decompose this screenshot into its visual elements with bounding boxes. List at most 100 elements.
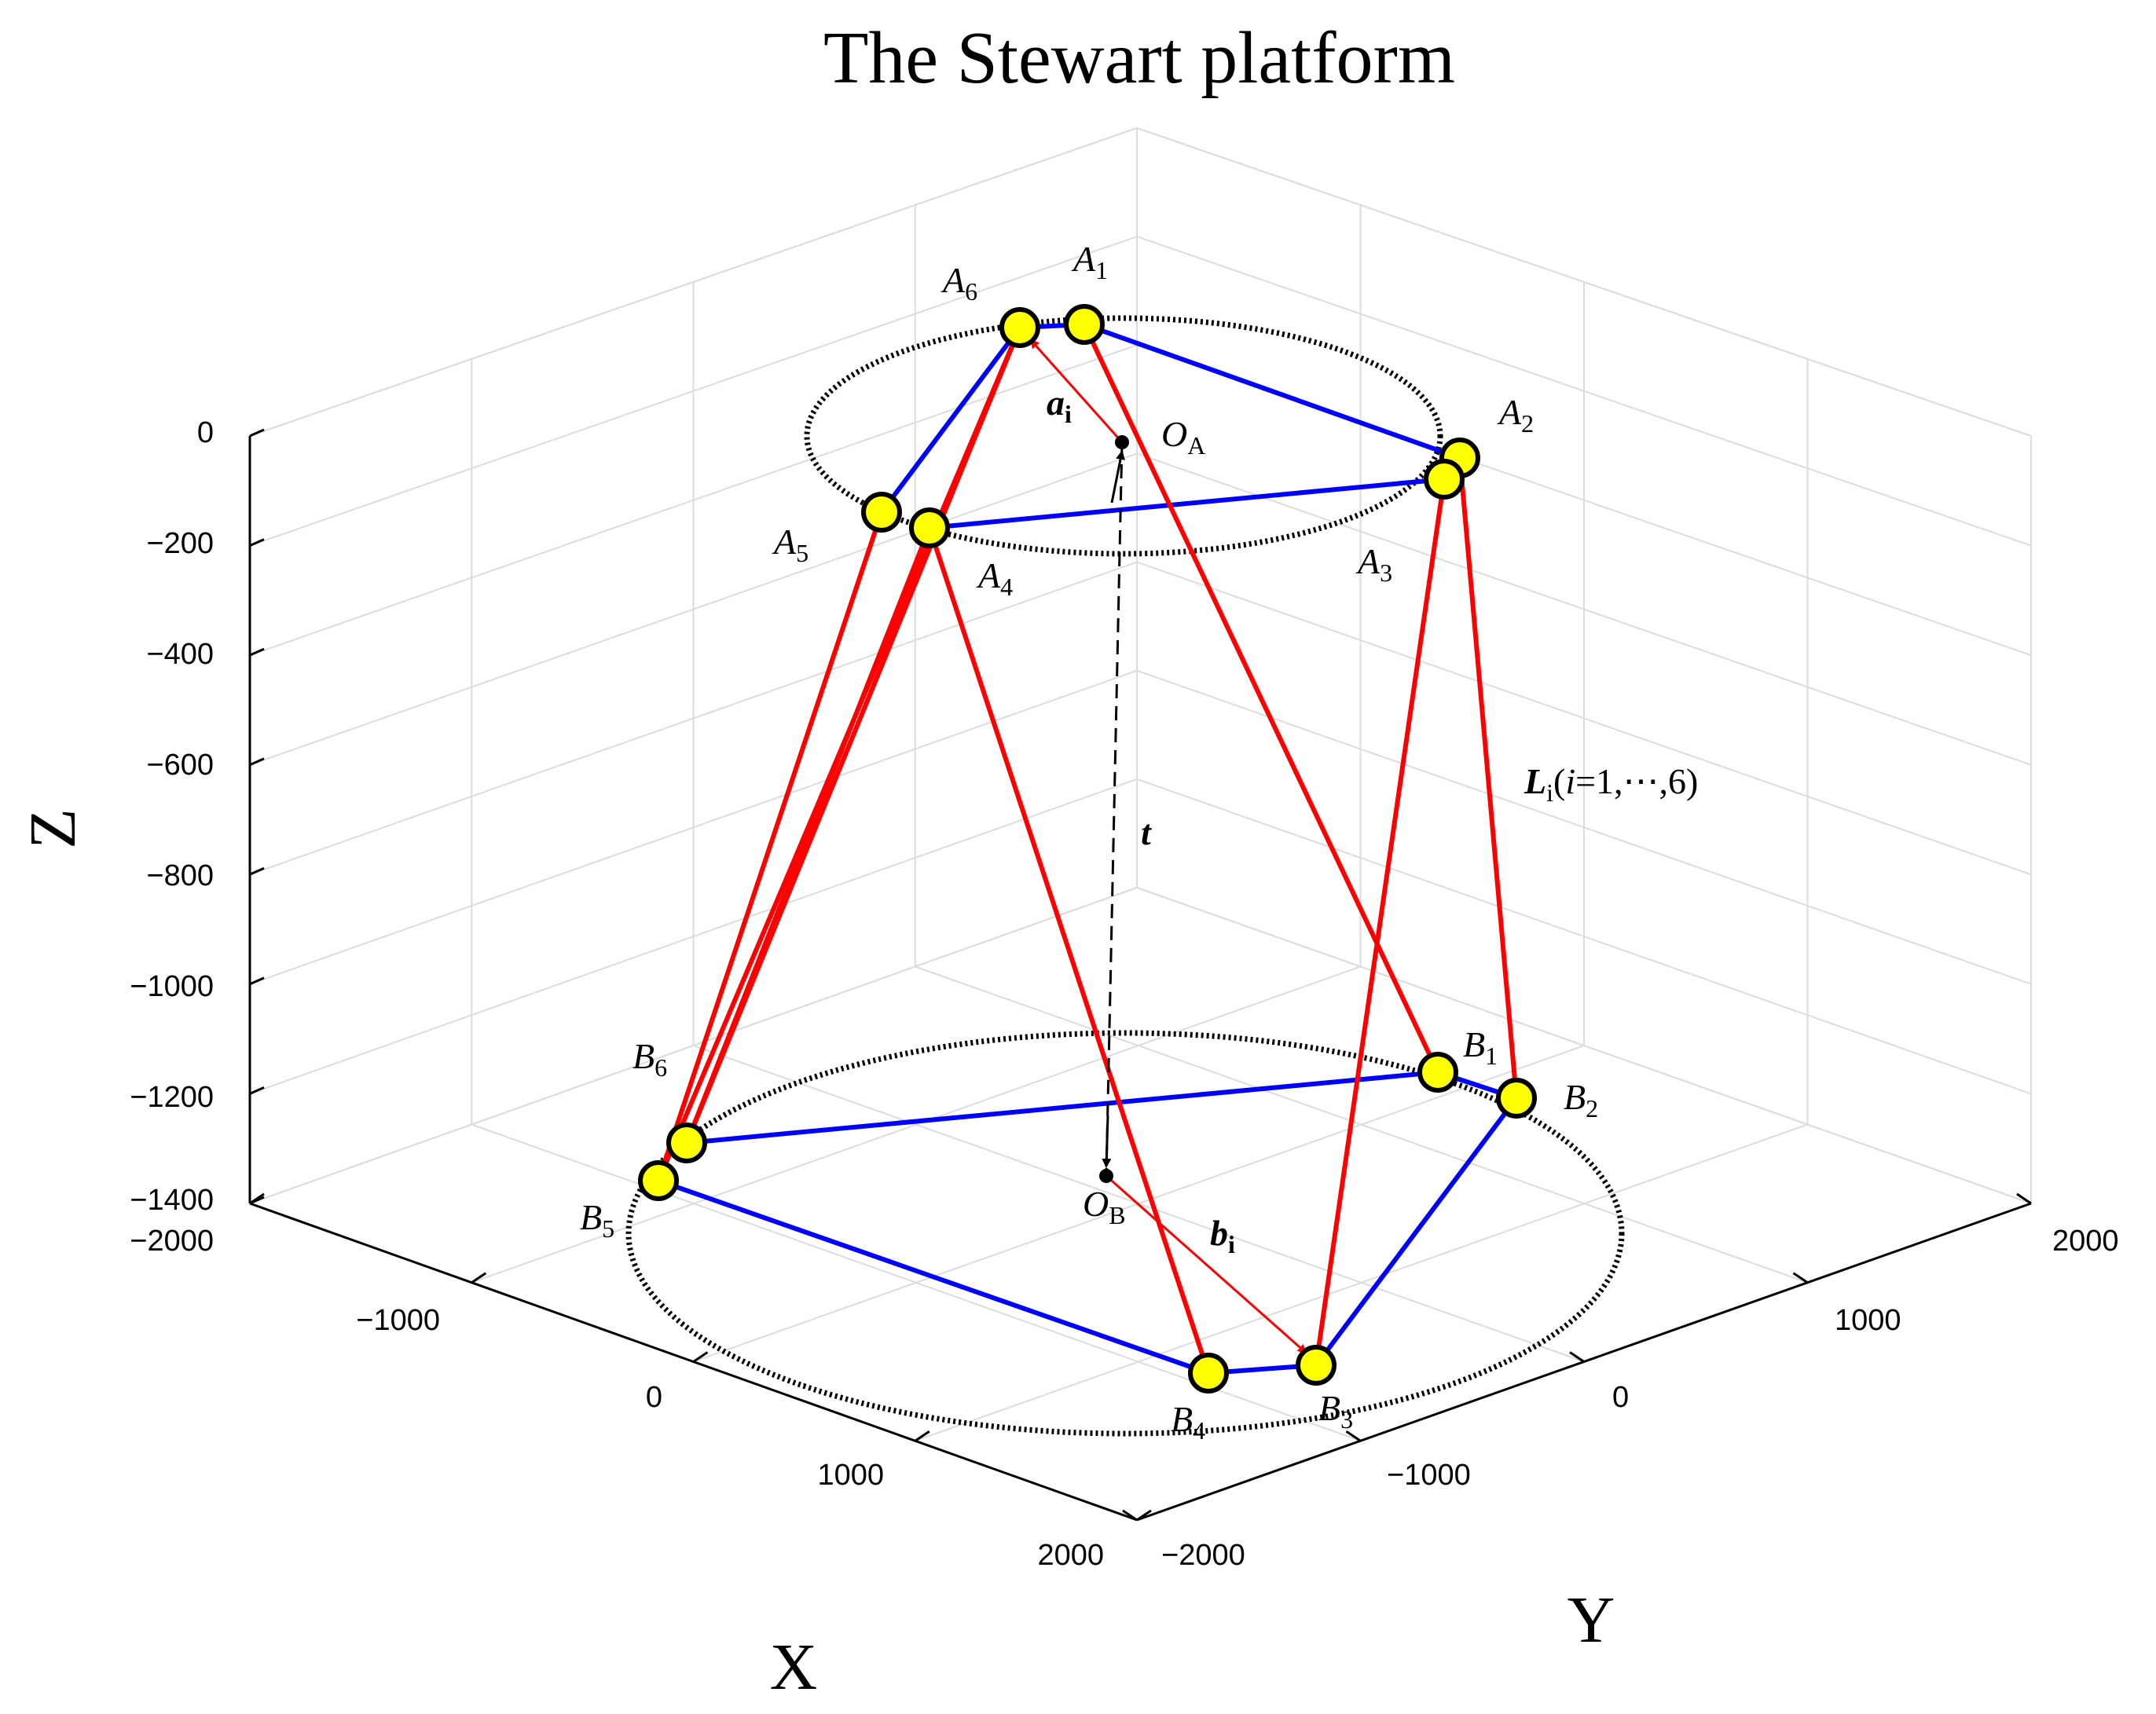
grid-line [1136,887,2032,1204]
leg-a3-b3 [1314,478,1446,1366]
z-tick [249,757,265,767]
vector-b-arrow [1106,1174,1307,1354]
label-vector-t: t [1141,812,1152,852]
y-tick [1345,1430,1362,1442]
x-tick [471,1272,487,1284]
label-b5: B5 [580,1197,614,1243]
y-tick [1792,1272,1809,1284]
x-tick [1136,1509,1152,1522]
grid-line [1136,127,2032,437]
edge-b4-b5 [658,1178,1209,1375]
base-edges [658,1070,1519,1375]
label-a1: A1 [1071,239,1108,284]
grid-line [249,127,1138,437]
label-a3: A3 [1355,541,1392,587]
z-tick-label: −800 [146,859,214,892]
vector-t-arrow-down [1102,1115,1112,1168]
label-vector-a: ai [1047,383,1072,428]
y-tick [2016,1192,2032,1205]
center-oa-point [1115,435,1129,449]
y-tick [1569,1351,1585,1363]
vector-labels: ai bi t Li(i=1,⋯,6) [1047,383,1698,1258]
x-axis-label: X [770,1631,818,1704]
z-tick-label: −200 [146,527,214,560]
x-tick-label: 2000 [1037,1539,1104,1572]
edge-b2-b3 [1314,1097,1519,1367]
y-axis-label: Y [1568,1584,1615,1657]
joint-b5 [638,1160,679,1201]
z-tick [249,1196,265,1205]
joints [638,304,1537,1394]
y-tick-label: −2000 [1161,1539,1245,1572]
z-tick-labels: 0 −200 −400 −600 −800 −1000 −1200 −1400 [130,416,214,1217]
label-b3: B3 [1318,1388,1353,1434]
joint-b4 [1188,1353,1229,1394]
x-tick-labels: −2000 −1000 0 1000 2000 [130,1225,1104,1572]
z-tick [249,976,265,986]
x-tick-label: −1000 [356,1304,440,1337]
joint-a6 [999,307,1040,348]
joint-a1 [1064,304,1105,345]
joint-a3 [1424,459,1465,500]
leg-a6-b5 [656,326,1022,1182]
y-tick-labels: −2000 −1000 0 1000 2000 [1161,1225,2119,1572]
z-axis-label: Z [16,808,90,848]
label-oa: OA [1161,414,1205,460]
vector-t-arrow-up [1110,450,1125,504]
label-a6: A6 [940,260,977,306]
edge-b6-b1 [686,1070,1439,1145]
z-tick [249,866,265,876]
y-tick-label: 0 [1612,1381,1629,1414]
x-tick-label: 0 [646,1381,662,1414]
joint-b6 [666,1123,707,1163]
edge-a3-a4 [929,477,1445,530]
edge-a1-a2 [1083,322,1461,460]
z-tick [249,1086,265,1095]
label-b2: B2 [1564,1077,1598,1123]
grid-line [915,965,1808,1284]
leg-a4-b4 [927,527,1211,1374]
label-b6: B6 [632,1036,667,1082]
z-tick [249,428,265,438]
y-tick-label: −1000 [1387,1459,1471,1492]
z-tick-label: −600 [146,749,214,782]
label-vector-b: bi [1210,1213,1235,1258]
vector-a-arrow [1029,339,1124,443]
z-tick-label: −1200 [130,1081,214,1114]
top-platform-edges [879,322,1461,530]
joint-b2 [1496,1078,1537,1119]
z-tick-label: −1000 [130,970,214,1003]
label-a2: A2 [1497,392,1534,438]
label-leg-lengths: Li(i=1,⋯,6) [1524,761,1698,807]
figure-title: The Stewart platform [823,17,1455,99]
joint-a5 [861,492,902,533]
base-circle [625,1030,1625,1437]
grid-lines [249,127,2032,1442]
label-a5: A5 [772,522,808,567]
label-a4: A4 [976,555,1013,601]
grid-line [249,887,1138,1204]
edge-a5-a6 [879,326,1022,514]
z-tick-label: −400 [146,638,214,671]
label-ob: OB [1083,1184,1126,1229]
label-b1: B1 [1463,1024,1498,1070]
grid-line [915,1123,1808,1442]
z-tick-label: −1400 [130,1184,214,1217]
z-tick [249,538,265,547]
leg-a5-b5 [656,511,884,1181]
x-tick [914,1430,930,1442]
y-tick [1122,1509,1138,1522]
leg-a2-b2 [1458,457,1519,1099]
axes-frame [248,428,2032,1522]
vector-t-shaft [1105,441,1124,1177]
joint-b3 [1296,1345,1336,1386]
x-tick-label: 1000 [817,1459,884,1492]
y-tick-label: 2000 [2052,1225,2119,1258]
point-labels: A1 A6 A2 A3 A4 A5 OA B1 B2 B3 B4 B5 B6 O… [580,239,1598,1445]
legs [656,323,1519,1374]
z-tick [249,647,265,657]
center-ob-point [1099,1169,1113,1183]
joint-a4 [909,507,950,548]
